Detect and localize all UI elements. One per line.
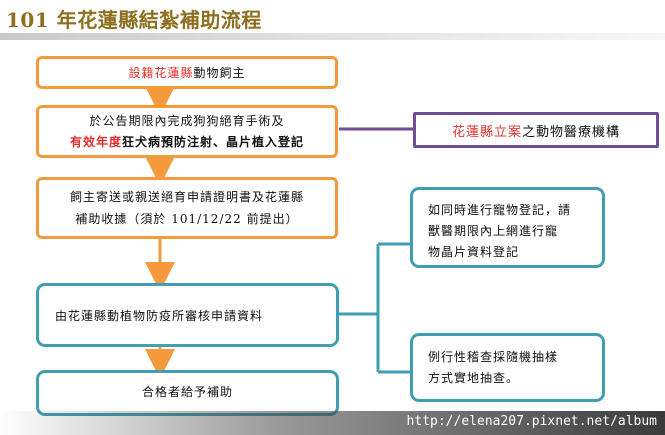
step2-rest-text: 狂犬病預防注射、晶片植入登記: [122, 134, 305, 149]
bracket-step4-to-notes: [339, 242, 410, 374]
title-underline-band: [0, 33, 665, 40]
step5-text: 合格者給予補助: [141, 385, 233, 399]
note2-line1: 例行性稽查採隨機抽樣: [428, 350, 559, 364]
step3-line1: 飼主寄送或親送絕育申請證明書及花蓮縣: [69, 190, 304, 204]
watermark-bar: [0, 411, 665, 435]
step1-box: 設籍花蓮縣動物飼主: [36, 56, 338, 89]
note2-box: 例行性稽查採隨機抽樣 方式實地抽查。: [410, 333, 605, 402]
step2-box: 於公告期限內完成狗狗絕育手術及 有效年度狂犬病預防注射、晶片植入登記: [36, 105, 338, 158]
step3-line2: 補助收據（須於 101/12/22 前提出）: [75, 212, 299, 226]
step2-line2: 有效年度狂犬病預防注射、晶片植入登記: [70, 132, 304, 153]
step4-text: 由花蓮縣動植物防疫所審核申請資料: [55, 308, 264, 323]
clinic-text: 花蓮縣立案之動物醫療機構: [452, 121, 620, 140]
note1-box: 如同時進行寵物登記，請 獸醫期限內上網進行寵 物晶片資料登記: [410, 187, 605, 268]
clinic-rest-text: 之動物醫療機構: [522, 124, 621, 140]
step2-line1: 於公告期限內完成狗狗絕育手術及: [89, 113, 285, 128]
page-title: 101 年花蓮縣結紮補助流程: [6, 8, 262, 32]
clinic-box: 花蓮縣立案之動物醫療機構: [413, 112, 659, 148]
note2-line2: 方式實地抽查。: [428, 371, 520, 385]
step5-box: 合格者給予補助: [36, 370, 339, 416]
note1-line1: 如同時進行寵物登記，請: [428, 203, 572, 217]
watermark-url: http://elena207.pixnet.net/album: [406, 414, 657, 429]
step1-red-text: 設籍花蓮縣: [128, 66, 194, 80]
note1-line2: 獸醫期限內上網進行寵: [428, 224, 559, 238]
note1-line3: 物晶片資料登記: [428, 245, 520, 259]
step2-red-text: 有效年度: [69, 134, 122, 149]
step3-box: 飼主寄送或親送絕育申請證明書及花蓮縣 補助收據（須於 101/12/22 前提出…: [36, 177, 338, 239]
step1-text: 設籍花蓮縣動物飼主: [128, 64, 245, 81]
clinic-red-text: 花蓮縣立案: [451, 124, 522, 140]
step1-rest-text: 動物飼主: [193, 66, 246, 80]
step4-box: 由花蓮縣動植物防疫所審核申請資料: [36, 283, 339, 347]
